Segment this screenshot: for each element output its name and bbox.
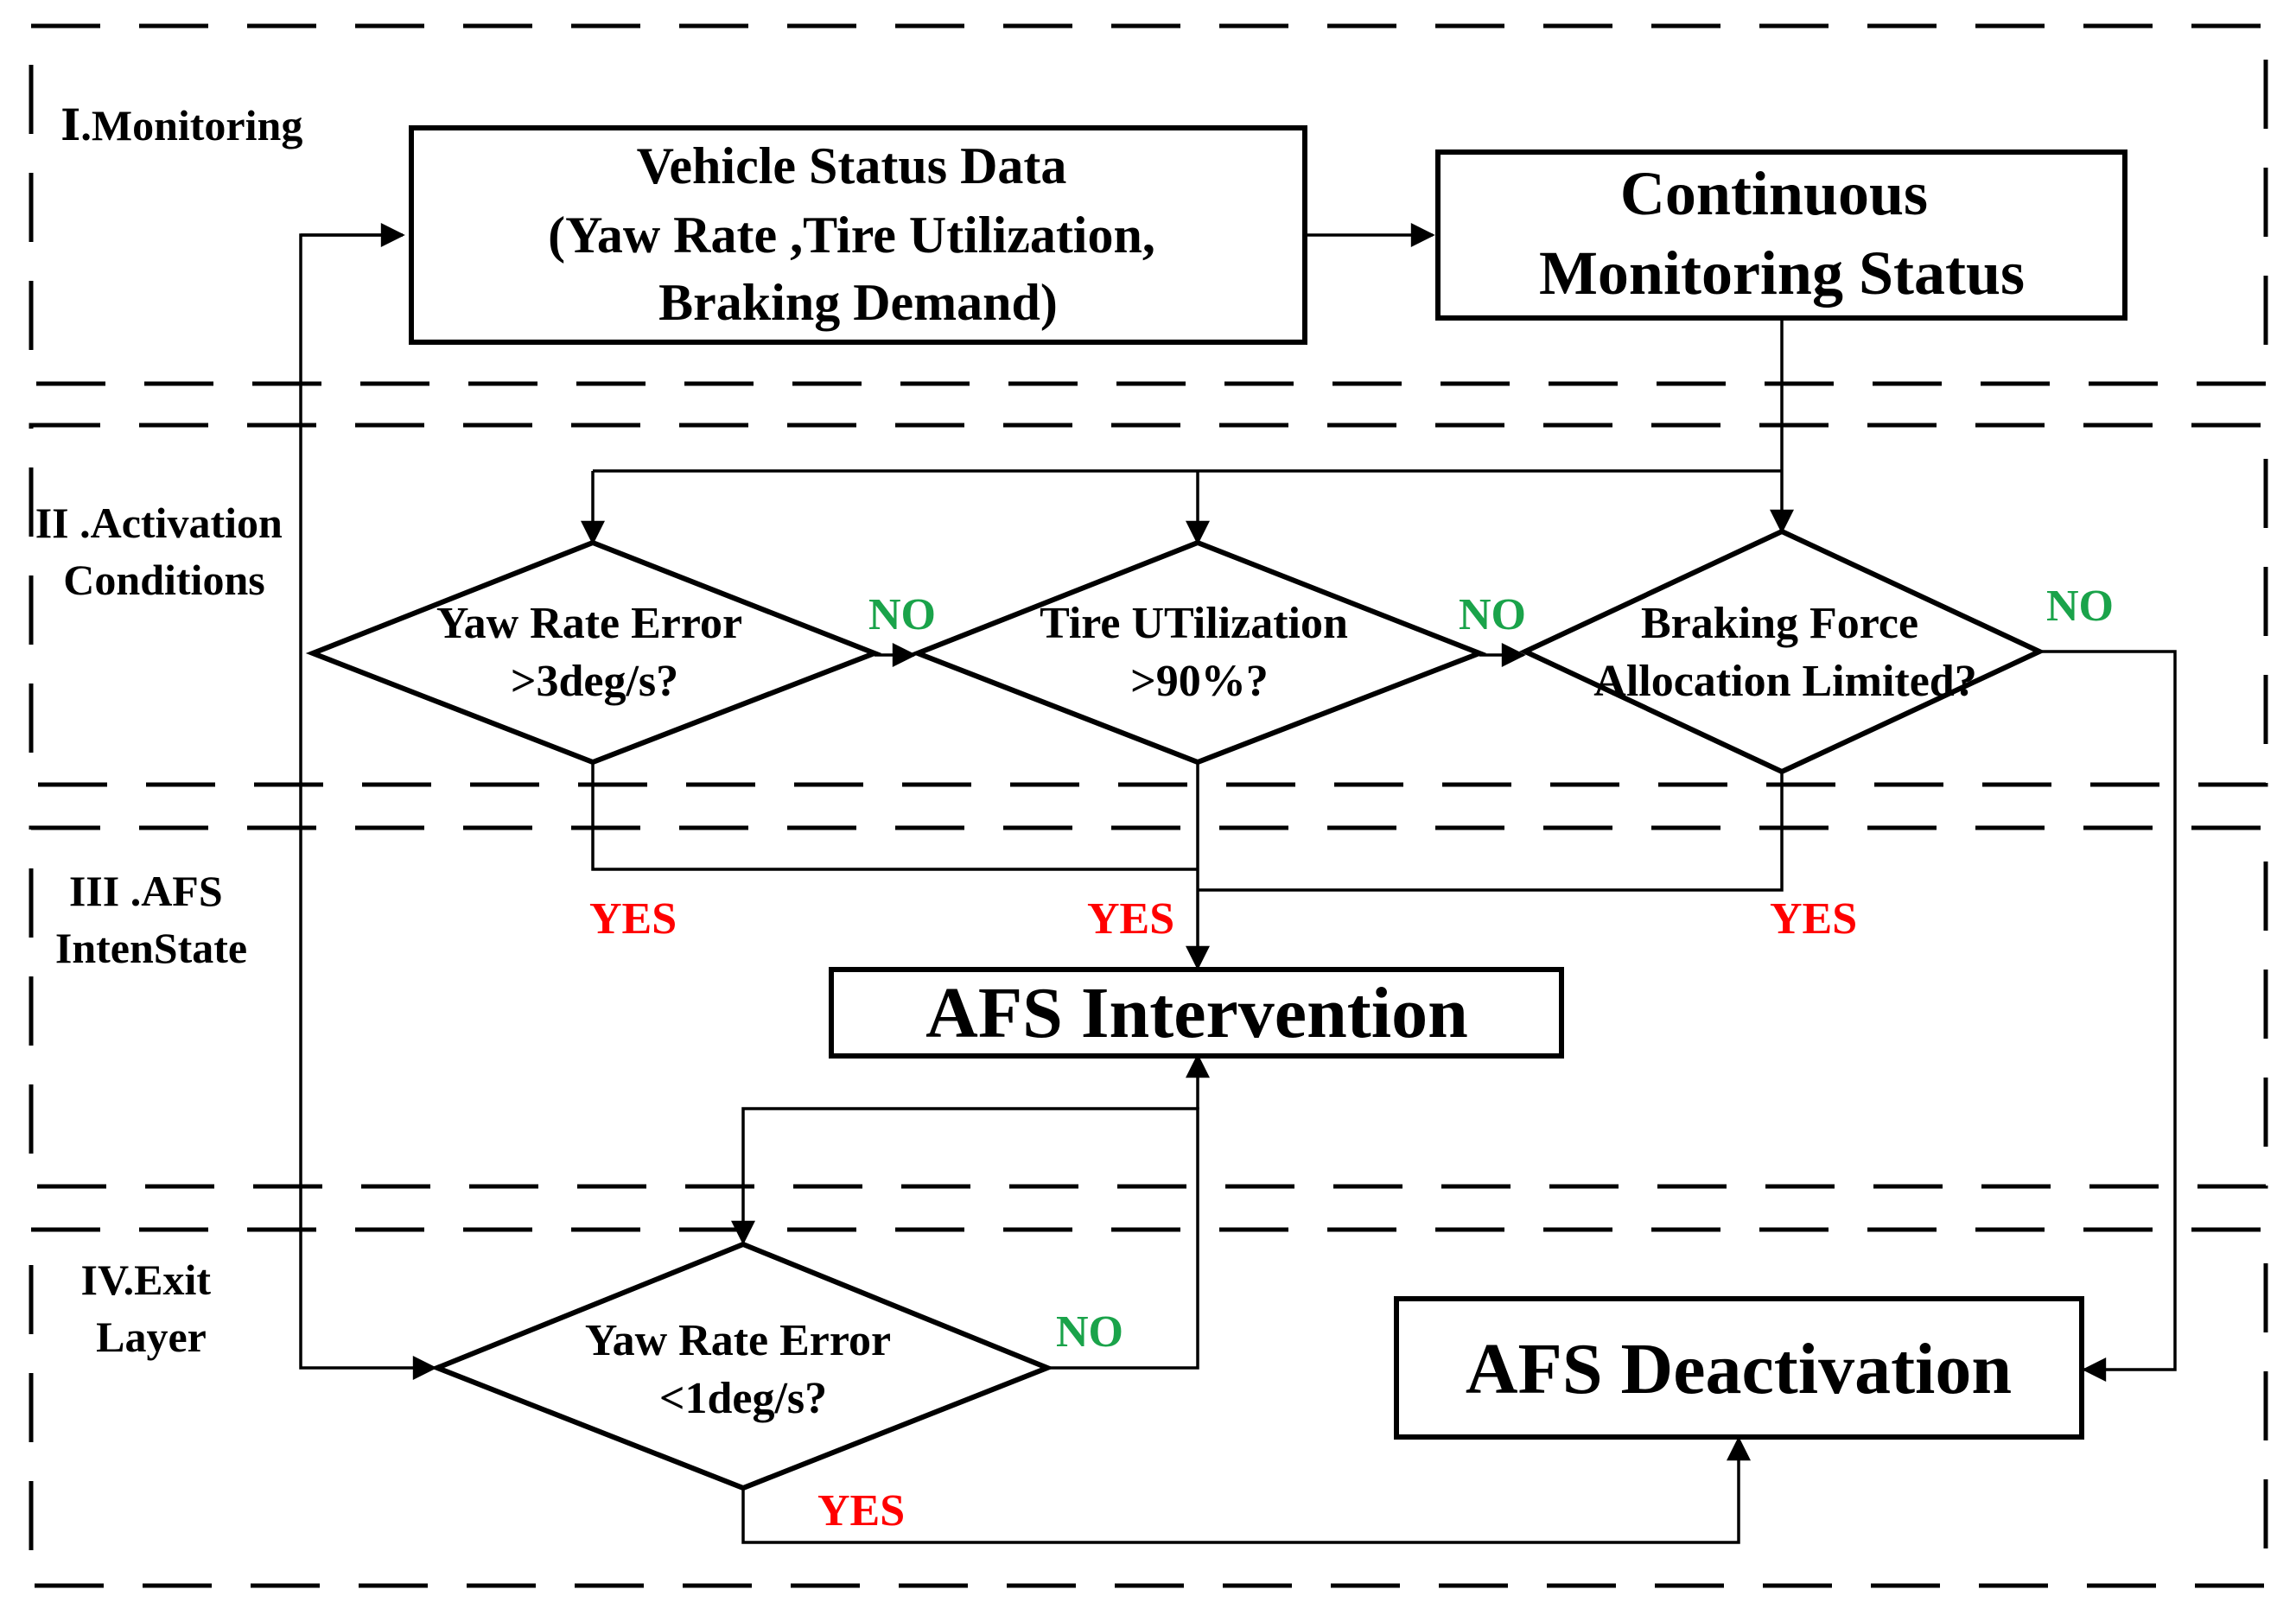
yes-label-4: YES (817, 1486, 905, 1536)
continuous-monitoring-box: Continuous Monitoring Status (1435, 149, 2127, 321)
layer-activation-region (29, 423, 2268, 787)
svg-text:Continuous Monitoring St: Continuous Monitoring Status (1539, 159, 2025, 308)
no-label-2: NO (1459, 590, 1526, 639)
no-label-4: NO (1056, 1307, 1123, 1357)
vehicle-status-box: Vehicle Status Data (Yaw Rate ,Tire Util… (409, 125, 1307, 345)
layer-title-intervention: III .AFS IntenState (55, 867, 247, 972)
connectors (299, 223, 2177, 1544)
afs-intervention-box: AFS Intervention (829, 967, 1564, 1059)
decision-yaw-rate-low: Yaw Rate Error <1deg/s? (429, 1241, 1055, 1491)
layer-title-exit: IV.Exit Layer (80, 1256, 221, 1361)
no-label-1: NO (868, 590, 936, 639)
svg-text:AFS Deactivation: AFS Deactivation (1466, 1329, 2012, 1409)
svg-text:Yaw Rate Error <1deg/s?: Yaw Rate Error <1deg/s? (585, 1316, 901, 1423)
yes-label-3: YES (1770, 894, 1857, 944)
svg-text:Tire UTilization >90%?: Tire UTilization >90%? (1040, 599, 1359, 706)
yes-label-1: YES (589, 894, 677, 944)
svg-text:AFS Intervention: AFS Intervention (925, 973, 1468, 1053)
svg-text:Yaw Rate Error >3deg/s?: Yaw Rate Error >3deg/s? (436, 599, 753, 706)
no-label-3: NO (2046, 582, 2114, 631)
layer-title-activation: II .Activation Conditions (35, 499, 294, 604)
svg-text:Vehicle Status Data (Yaw: Vehicle Status Data (Yaw Rate ,Tire Util… (548, 137, 1168, 331)
layer-intervention-region (29, 825, 2268, 1189)
layer-regions (29, 23, 2268, 1588)
layer-monitoring-region (29, 23, 2268, 386)
decision-braking-force: Braking Force Allocation Limited? (1518, 528, 2046, 775)
layer-title-monitoring: Ⅰ.Monitoring (60, 101, 302, 149)
yes-label-2: YES (1087, 894, 1174, 944)
decision-yaw-rate-high: Yaw Rate Error >3deg/s? (305, 539, 882, 766)
afs-deactivation-box: AFS Deactivation (1394, 1296, 2084, 1440)
svg-text:Braking Force Allocation: Braking Force Allocation Limited? (1593, 599, 1976, 706)
decision-tire-utilization: Tire UTilization >90%? (910, 539, 1487, 766)
edge-labels: NO NO NO NO YES YES YES YES (589, 582, 2114, 1536)
layer-exit-region (29, 1227, 2268, 1588)
